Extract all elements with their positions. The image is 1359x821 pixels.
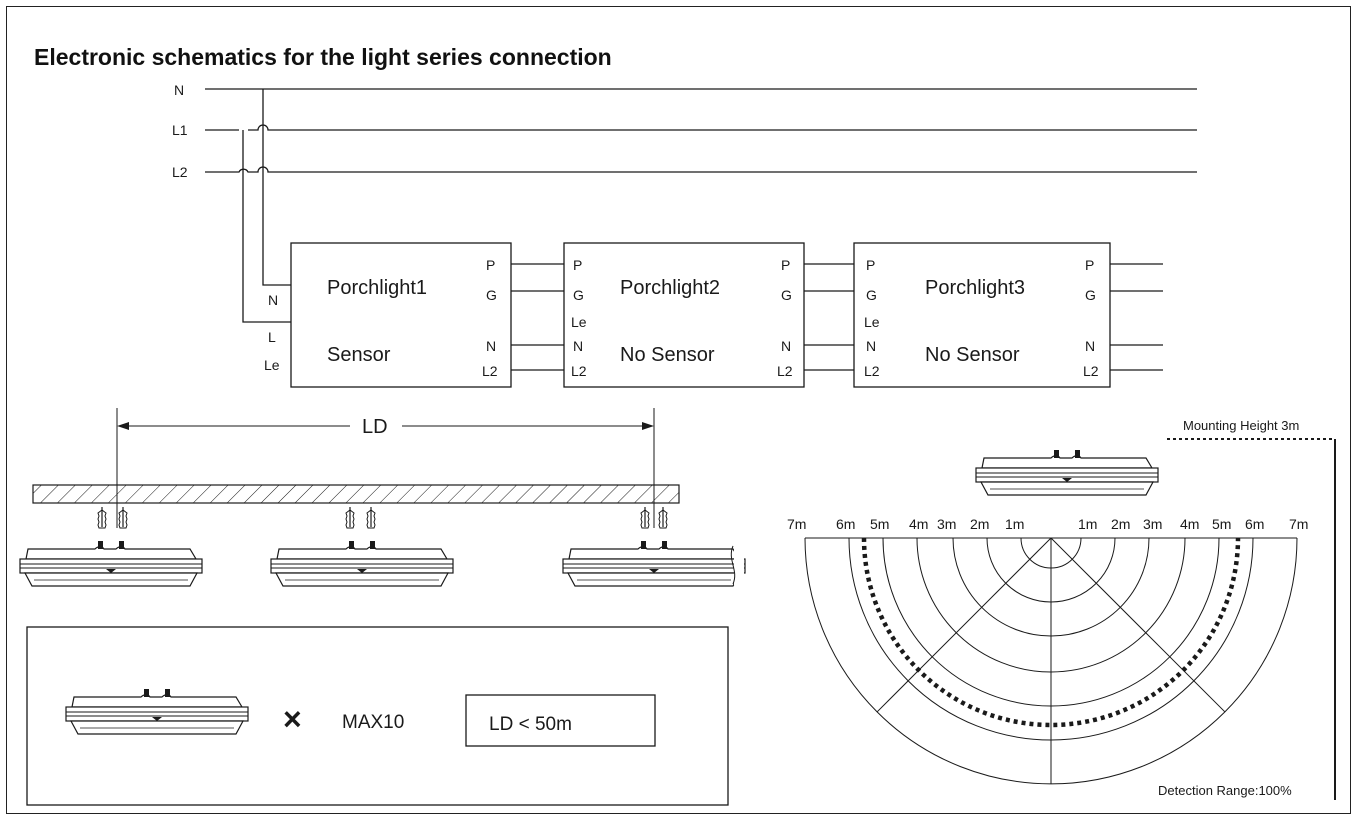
range-label-right-5m: 5m [1212, 516, 1231, 532]
diagram-title: Electronic schematics for the light seri… [34, 44, 612, 70]
range-label-right-3m: 3m [1143, 516, 1162, 532]
porchlight-3-term-l2-out: L2 [1083, 363, 1099, 379]
bus-label-n: N [174, 82, 184, 98]
anchor-1a [97, 506, 107, 529]
range-ray-right [1050, 537, 1226, 713]
ld-arrow-left [117, 422, 129, 430]
porchlight-2-box [563, 242, 805, 388]
porchlight-2-term-g-in: G [573, 287, 584, 303]
mounting-height-label: Mounting Height 3m [1183, 418, 1299, 433]
bus-line-l2 [205, 166, 1197, 173]
porchlight-1-term-g: G [486, 287, 497, 303]
porchlight-3-term-p-in: P [866, 257, 875, 273]
limit-panel: × MAX10 LD < 50m [26, 626, 729, 806]
diagram-frame [6, 6, 1351, 814]
porchlight-1-term-n: N [268, 292, 278, 308]
range-labels: 7m 6m 5m 4m 3m 2m 1m 1m 2m 3m 4m 5m 6m 7… [787, 516, 1308, 532]
ceiling-hatch [32, 484, 680, 504]
porchlight-1-term-n-out: N [486, 338, 496, 354]
porchlight-1-box [290, 242, 512, 388]
lamp-3-cutoff [734, 540, 744, 585]
porchlight-3-term-p-out: P [1085, 257, 1094, 273]
detection-diagram: Mounting Height 3m Detection Range:100% … [787, 418, 1336, 800]
range-label-left-3m: 3m [937, 516, 956, 532]
porchlight-3-name: Porchlight3 [925, 277, 1025, 299]
porchlight-2: Porchlight2 No Sensor P G Le N L2 P G N … [563, 242, 805, 388]
anchor-3a [640, 506, 650, 529]
series-wires [511, 263, 1163, 371]
ld-limit-box [465, 694, 656, 747]
multiply-icon: × [283, 701, 302, 737]
max-count-label: MAX10 [342, 712, 404, 733]
porchlight-3-term-n-in: N [866, 338, 876, 354]
range-label-left-7m: 7m [787, 516, 806, 532]
porchlight-3-term-le: Le [864, 314, 880, 330]
range-label-right-6m: 6m [1245, 516, 1264, 532]
range-label-left-2m: 2m [970, 516, 989, 532]
porchlight-1-name: Porchlight1 [327, 277, 427, 299]
porchlight-2-term-l2-out: L2 [777, 363, 793, 379]
porchlight-2-name: Porchlight2 [620, 277, 720, 299]
porchlight-1-mode: Sensor [327, 344, 391, 366]
bus-label-l1: L1 [172, 122, 188, 138]
range-ray-left [876, 537, 1052, 713]
sensor-lamp [975, 449, 1159, 496]
porchlight-3-mode: No Sensor [925, 344, 1020, 366]
porchlight-1-term-l: L [268, 329, 276, 345]
lamp-1 [19, 540, 203, 587]
range-label-left-6m: 6m [836, 516, 855, 532]
porchlight-2-term-g-out: G [781, 287, 792, 303]
range-label-left-5m: 5m [870, 516, 889, 532]
drop-l1 [242, 130, 291, 323]
porchlight-2-term-l2-in: L2 [571, 363, 587, 379]
bus-line-l1 [205, 124, 1197, 131]
detection-boundary-arc [861, 537, 1241, 728]
anchor-2a [345, 506, 355, 529]
limit-panel-frame [26, 626, 729, 806]
anchor-2b [366, 506, 376, 529]
range-arcs [804, 537, 1298, 785]
porchlight-3-box [853, 242, 1111, 388]
range-label-right-7m: 7m [1289, 516, 1308, 532]
porchlight-2-term-p-out: P [781, 257, 790, 273]
anchor-1b [118, 506, 128, 529]
porchlight-1: Porchlight1 Sensor N L Le P G N L2 [264, 242, 512, 388]
porchlight-3-term-g-out: G [1085, 287, 1096, 303]
bus-lines: N L1 L2 [172, 82, 1197, 323]
porchlight-2-term-n-out: N [781, 338, 791, 354]
porchlight-1-term-l2: L2 [482, 363, 498, 379]
ld-arrow-right [642, 422, 654, 430]
porchlight-1-term-le: Le [264, 357, 280, 373]
drop-n [262, 89, 291, 286]
porchlight-3-term-g-in: G [866, 287, 877, 303]
detection-range-label: Detection Range:100% [1158, 783, 1292, 798]
ld-label: LD [362, 416, 388, 438]
range-label-left-4m: 4m [909, 516, 928, 532]
range-label-right-2m: 2m [1111, 516, 1130, 532]
range-label-left-1m: 1m [1005, 516, 1024, 532]
porchlight-1-term-p: P [486, 257, 495, 273]
porchlight-2-term-p-in: P [573, 257, 582, 273]
range-label-right-4m: 4m [1180, 516, 1199, 532]
porchlight-2-mode: No Sensor [620, 344, 715, 366]
ld-limit-label: LD < 50m [489, 714, 572, 735]
porchlight-2-term-n-in: N [573, 338, 583, 354]
anchor-3b [658, 506, 668, 529]
lamp-2 [270, 540, 454, 587]
ceiling-mounting: LD [19, 408, 746, 587]
porchlight-3-term-n-out: N [1085, 338, 1095, 354]
range-label-right-1m: 1m [1078, 516, 1097, 532]
break-line [730, 545, 736, 585]
porchlight-3-term-l2-in: L2 [864, 363, 880, 379]
porchlight-2-term-le: Le [571, 314, 587, 330]
limit-lamp [65, 688, 249, 735]
porchlight-3: Porchlight3 No Sensor P G Le N L2 P G N … [853, 242, 1111, 388]
lamp-3 [562, 540, 746, 587]
bus-label-l2: L2 [172, 164, 188, 180]
